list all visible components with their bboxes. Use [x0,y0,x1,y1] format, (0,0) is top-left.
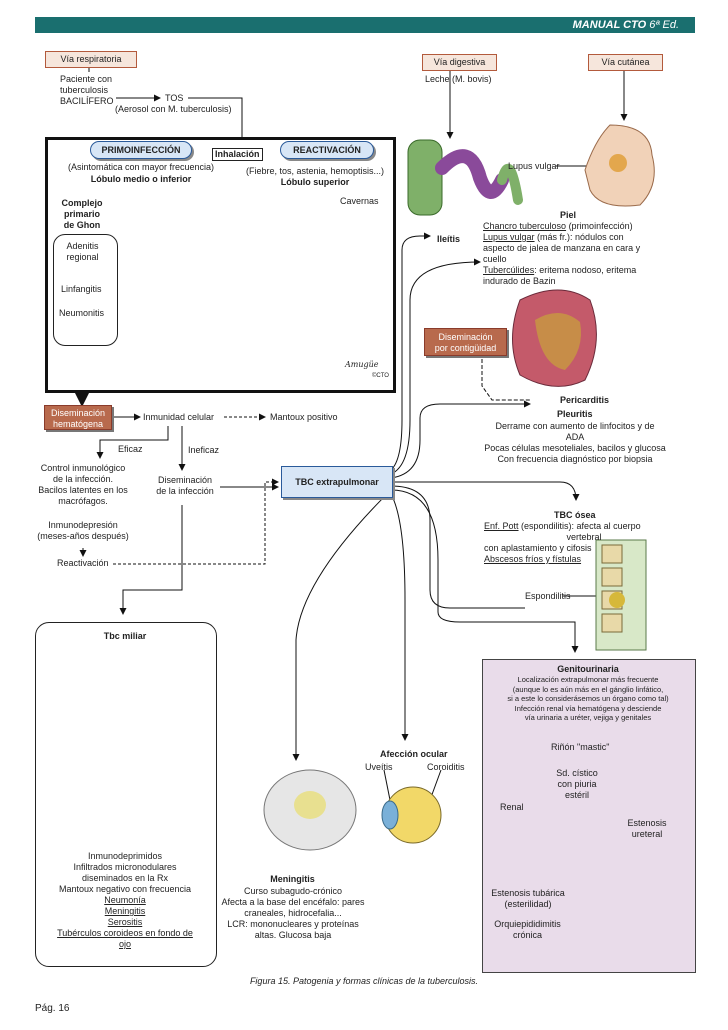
page-number: Pág. 16 [35,1003,70,1014]
primo-lobe: Lóbulo medio o inferior [90,174,192,184]
tbc-osea-text: Enf. Pott (espondilitis): afecta al cuer… [484,521,641,564]
inmunodepresion-text: Inmunodepresión(meses-años después) [37,520,129,541]
artist-signature: Amugüe [345,360,379,369]
piel-text: Chancro tuberculoso (primoinfección) Lup… [483,221,641,286]
rinon-label: Riñón "mastic" [551,742,610,752]
espondilitis-label: Espondilitis [525,591,571,601]
neumonitis-label: Neumonitis [59,308,105,319]
piel-title: Piel [560,210,577,220]
route-digestiva: Vía digestiva [422,54,497,71]
cavernas-label: Cavernas [340,196,379,206]
linfangitis-label: Linfangitis [61,284,102,295]
ghon-bracket [53,234,118,346]
aerosol-label: (Aerosol con M. tuberculosis) [115,104,232,114]
intestine-illustration [407,139,523,216]
primoinfeccion-pill: PRIMOINFECCIÓN [90,141,192,159]
miliar-title: Tbc miliar [103,631,147,641]
tos-label: TOS [165,93,184,103]
header-title: MANUAL CTO [572,19,647,31]
coroiditis-label: Coroiditis [427,762,465,772]
lupus-vulgar-label: Lupus vulgar [508,161,560,171]
route-cutanea: Vía cutánea [588,54,663,71]
ineficaz-label: Ineficaz [188,445,220,455]
route-respiratoria: Vía respiratoria [45,51,137,68]
ileitis-label: Ileítis [437,234,461,244]
geni-title: Genitourinaria [557,664,619,674]
uveitis-label: Uveítis [365,762,393,772]
mantoux-label: Mantoux positivo [270,412,338,422]
primo-sub: (Asintomática con mayor frecuencia) [67,162,215,172]
react-sub: (Fiebre, tos, astenia, hemoptisis...) [245,166,385,176]
brain-illustration [263,769,357,851]
inhalacion-label: Inhalación [212,148,263,161]
ocular-title: Afección ocular [380,749,448,759]
reactivacion-pill: REACTIVACIÓN [280,141,374,159]
tbc-miliar-panel [35,622,217,967]
estenosis-tubarica-label: Estenosis tubárica(esterilidad) [491,888,565,909]
genitourinaria-panel [482,659,696,973]
header-edition: 6ª Ed. [646,19,679,31]
pleuritis-title: Pleuritis [557,409,593,419]
pericarditis-title: Pericarditis [560,395,610,405]
figure-caption: Figura 15. Patogenia y formas clínicas d… [249,976,479,986]
leche-label: Leche (M. bovis) [425,74,492,84]
header-bar: MANUAL CTO 6ª Ed. [35,17,695,33]
meningitis-title: Meningitis [270,874,315,884]
face-illustration [584,124,655,207]
inmunidad-label: Inmunidad celular [143,412,215,422]
spine-illustration [595,539,647,651]
heart-illustration [512,289,597,387]
tbc-osea-title: TBC ósea [554,510,596,520]
eficaz-label: Eficaz [118,444,143,454]
lung-panel [45,137,396,393]
reactivacion-label: Reactivación [57,558,109,568]
cto-mark: ©CTO [372,373,389,379]
eye-illustration [381,786,442,844]
tbc-extrapulmonar-node: TBC extrapulmonar [281,466,393,498]
renal-label: Renal [500,802,524,812]
geni-text: Localización extrapulmonar más frecuente… [507,675,669,722]
react-lobe: Lóbulo superior [280,177,350,187]
